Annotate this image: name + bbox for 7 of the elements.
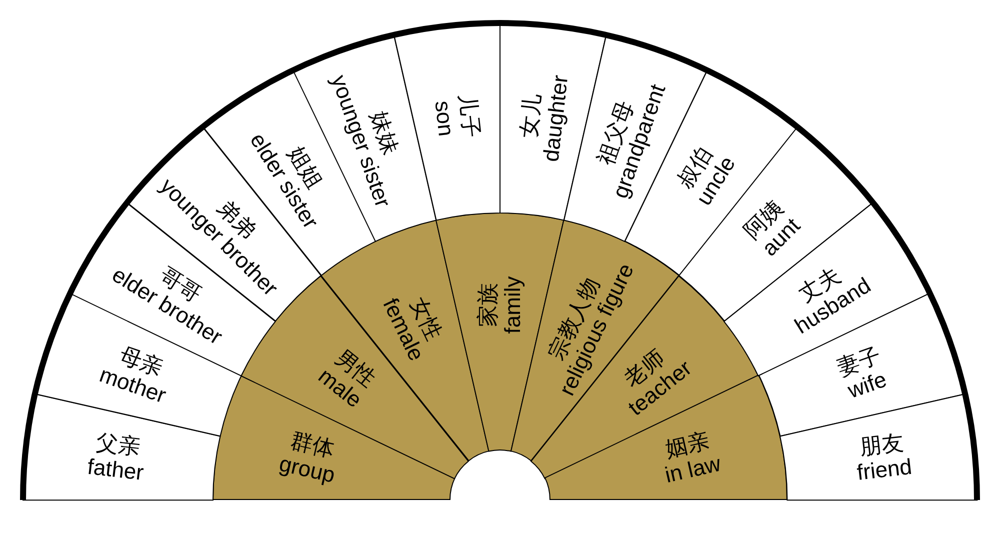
segment-label: 家族 <box>474 282 500 329</box>
segment-label: 群体 <box>288 426 338 462</box>
segment-label: family <box>500 276 525 334</box>
segment-label: 女儿 <box>514 92 546 140</box>
segment-label: 朋友 <box>858 428 904 460</box>
segment-label: 姻亲 <box>662 426 712 462</box>
segment-label: 父亲 <box>96 428 142 460</box>
